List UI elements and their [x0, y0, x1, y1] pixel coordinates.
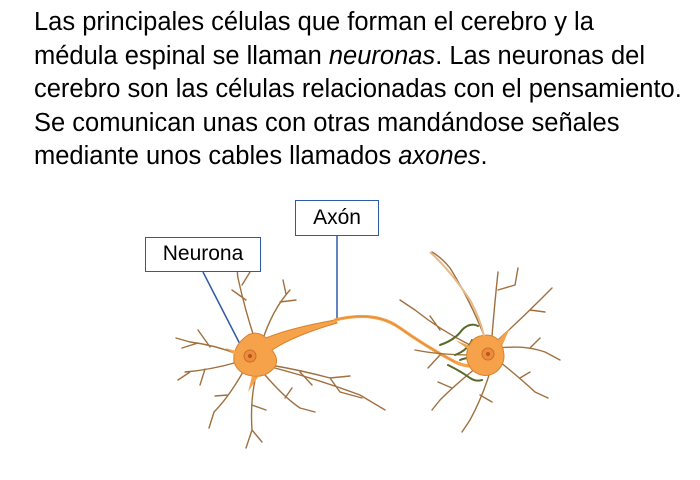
left-neuron	[225, 319, 338, 392]
text-part-1: Las principales células que forman el ce…	[34, 8, 594, 70]
left-neuron-dendrites	[175, 261, 386, 449]
axon	[333, 314, 480, 368]
text-part-3: .	[480, 142, 488, 170]
text-part-2: . Las neuronas del cerebro son las célul…	[34, 41, 682, 171]
term-neuronas: neuronas	[328, 41, 436, 70]
right-neuron-long-fiber	[429, 251, 485, 337]
neuron-pointer-line	[202, 271, 244, 351]
axon-label: Axón	[295, 200, 379, 236]
neuron-label: Neurona	[145, 237, 261, 272]
term-axones: axones	[398, 142, 481, 170]
axon-edge	[334, 316, 456, 363]
right-neuron	[455, 328, 510, 376]
intro-paragraph: Las principales células que forman el ce…	[34, 6, 684, 174]
